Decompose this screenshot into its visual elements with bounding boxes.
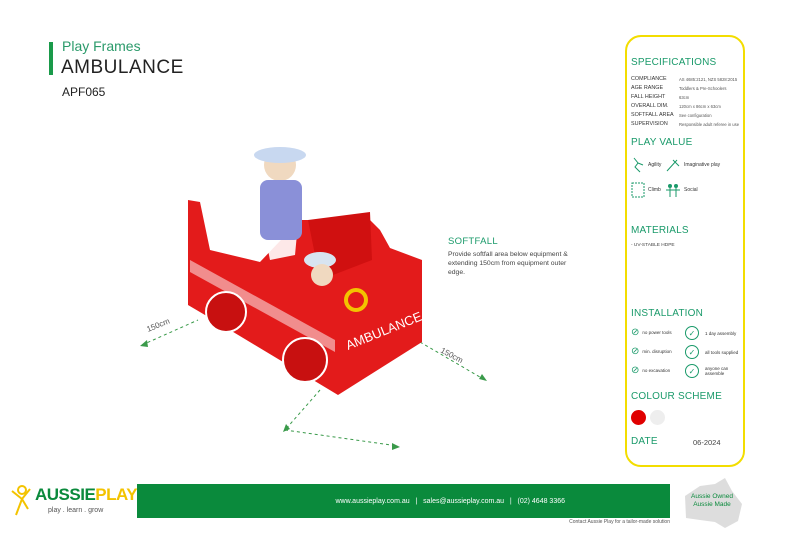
install-item: ✓ anyone can assemble (685, 364, 745, 378)
install-item: ✓ 1 day assembly (685, 326, 736, 340)
contact-line: www.aussieplay.com.au | sales@aussieplay… (335, 497, 565, 505)
social-icon (666, 184, 680, 197)
header-accent-bar (49, 42, 53, 75)
spec-row: SOFTFALL AREA See configuration (631, 111, 743, 120)
install-item: ⊘no power tools (631, 327, 672, 338)
logo-figure-icon (11, 485, 31, 516)
ambulance-play-frame: AMBULANCE (188, 147, 424, 395)
spec-label: SUPERVISION (631, 121, 668, 127)
spec-value: Toddlers & Pre-Schoolers (679, 86, 727, 91)
australia-map-badge (685, 478, 742, 528)
play-value-label: Social (684, 187, 698, 193)
spec-value: 63cm (679, 95, 690, 100)
spec-label: SOFTFALL AREA (631, 112, 674, 118)
softfall-note: SOFTFALL Provide softfall area below equ… (448, 236, 578, 277)
install-item: ⊘min. disruption (631, 346, 672, 357)
play-value-label: Imaginative play (684, 162, 721, 168)
check-icon: ✓ (685, 345, 699, 359)
specification-panel: SPECIFICATIONS COMPLIANCE AS 4685:2121, N… (625, 35, 745, 467)
dimension-label: 150cm (145, 316, 171, 333)
play-value-climb: Climb (631, 182, 661, 198)
spec-row: OVERALL DIM. 120cm x 86cm x 63cm (631, 102, 743, 111)
materials-heading: MATERIALS (631, 225, 689, 236)
colour-scheme-heading: COLOUR SCHEME (631, 391, 722, 402)
date-value: 06-2024 (693, 438, 721, 447)
climb-icon (631, 182, 645, 198)
agility-icon (633, 157, 644, 173)
install-item: ⊘no excavation (631, 365, 670, 376)
softfall-text: Provide softfall area below equipment & … (448, 251, 568, 276)
product-code: APF065 (62, 85, 106, 99)
install-label: min. disruption (642, 349, 672, 354)
product-title: AMBULANCE (61, 57, 184, 78)
spec-label: FALL HEIGHT (631, 94, 666, 100)
spec-value: AS 4685:2121, NZS 5828:2015 (679, 77, 738, 82)
colour-swatch-red (631, 410, 646, 425)
play-value-imaginative: Imaginative play (665, 157, 725, 173)
brand-tagline: play . learn . grow (48, 507, 104, 514)
dimension-label: 150cm (439, 346, 465, 365)
play-value-agility: Agility (631, 157, 661, 173)
product-illustration: 150cm 150cm AMBULANCE (140, 147, 487, 450)
no-power-tools-icon: ⊘ (631, 327, 640, 338)
check-icon: ✓ (685, 326, 699, 340)
install-label: no excavation (642, 368, 671, 373)
imaginative-play-icon (666, 159, 680, 172)
install-label: all tools supplied (705, 349, 739, 355)
softfall-dimension-lines (141, 319, 486, 447)
spec-row: AGE RANGE Toddlers & Pre-Schoolers (631, 84, 743, 93)
spec-value: See configuration (679, 113, 712, 118)
brand-aussie: AUSSIE (35, 485, 96, 504)
spec-label: COMPLIANCE (631, 76, 667, 82)
contact-note: Contact Aussie Play for a tailor-made so… (569, 519, 670, 525)
product-category: Play Frames (62, 38, 141, 54)
play-value-label: Agility (648, 162, 662, 168)
softfall-heading: SOFTFALL (448, 236, 498, 247)
aussie-made-text: Aussie Owned Aussie Made (691, 493, 733, 508)
spec-row: COMPLIANCE AS 4685:2121, NZS 5828:2015 (631, 75, 743, 84)
install-label: anyone can assemble (705, 366, 729, 376)
install-label: 1 day assembly (705, 330, 737, 336)
play-value-social: Social (665, 182, 698, 198)
installation-heading: INSTALLATION (631, 308, 704, 319)
spec-label: OVERALL DIM. (631, 103, 669, 109)
play-value-label: Climb (648, 187, 661, 193)
spec-value: Responsible adult referee in use (679, 122, 740, 127)
spec-value: 120cm x 86cm x 63cm (679, 104, 721, 109)
brand-play: PLAY (95, 485, 138, 504)
play-value-heading: PLAY VALUE (631, 137, 693, 148)
install-item: ✓ all tools supplied (685, 345, 738, 359)
date-label: DATE (631, 436, 658, 447)
check-icon: ✓ (685, 364, 699, 378)
specifications-heading: SPECIFICATIONS (631, 57, 717, 68)
specifications-table: COMPLIANCE AS 4685:2121, NZS 5828:2015 AG… (631, 75, 743, 129)
install-label: no power tools (642, 330, 672, 335)
spec-label: AGE RANGE (631, 85, 664, 91)
colour-swatch-white (650, 410, 665, 425)
spec-row: FALL HEIGHT 63cm (631, 93, 743, 102)
min-disruption-icon: ⊘ (631, 346, 640, 357)
spec-row: SUPERVISION Responsible adult referee in … (631, 120, 743, 129)
no-excavation-icon: ⊘ (631, 365, 640, 376)
material-item: - UV-STABLE HDPE (631, 243, 675, 248)
contact-band: www.aussieplay.com.au | sales@aussieplay… (137, 484, 670, 518)
brand-name: AUSSIEPLAY (35, 485, 138, 505)
